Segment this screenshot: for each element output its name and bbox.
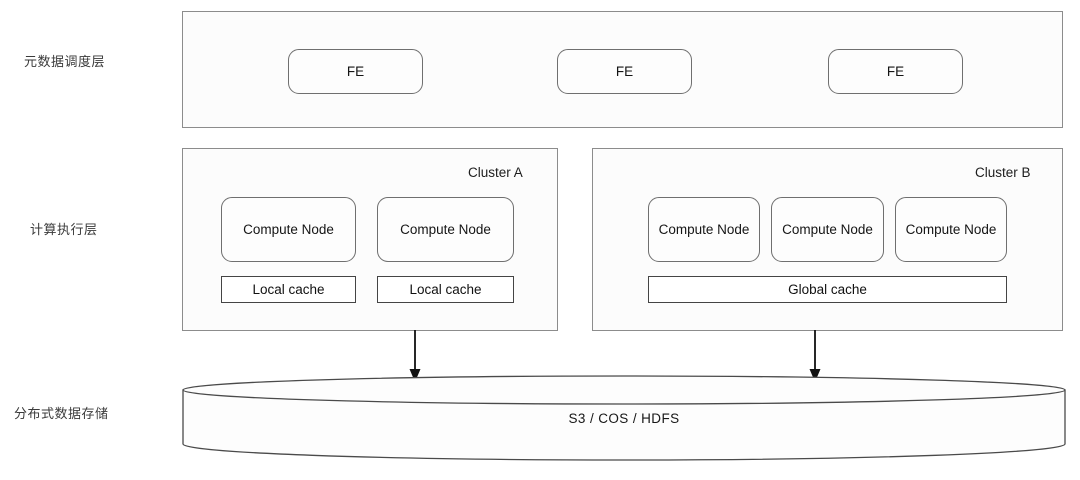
cluster-a-local-cache-2-label: Local cache [409,282,482,297]
cluster-a-local-cache-1-label: Local cache [252,282,325,297]
fe-node-2[interactable]: FE [557,49,692,94]
cluster-a-compute-node-2-label: Compute Node [400,222,491,237]
fe-node-3-label: FE [886,64,905,79]
layer-label-metadata: 元数据调度层 [24,54,106,69]
cluster-b-global-cache-label: Global cache [788,282,867,297]
cluster-b-compute-node-1-label: Compute Node [658,222,750,237]
storage-cylinder-label: S3 / COS / HDFS [568,411,680,426]
fe-node-2-label: FE [615,64,634,79]
cluster-a-compute-node-1[interactable]: Compute Node [221,197,356,262]
cluster-b-global-cache[interactable]: Global cache [648,276,1007,303]
cluster-a-compute-node-1-label: Compute Node [243,222,334,237]
cluster-b-compute-node-1[interactable]: Compute Node [648,197,760,262]
fe-node-1-label: FE [346,64,365,79]
cluster-a-compute-node-2[interactable]: Compute Node [377,197,514,262]
storage-cylinder [182,375,1066,461]
fe-node-3[interactable]: FE [828,49,963,94]
cluster-b-compute-node-2-label: Compute Node [782,222,873,237]
layer-label-storage: 分布式数据存储 [14,406,109,421]
layer-label-compute: 计算执行层 [30,222,98,237]
cluster-a-local-cache-1[interactable]: Local cache [221,276,356,303]
cluster-a-local-cache-2[interactable]: Local cache [377,276,514,303]
cluster-b-title: Cluster B [975,165,1031,180]
cluster-b-compute-node-2[interactable]: Compute Node [771,197,884,262]
connector-cluster-a-to-storage [409,330,421,382]
cluster-a-title: Cluster A [468,165,523,180]
cluster-b-compute-node-3[interactable]: Compute Node [895,197,1007,262]
connector-cluster-b-to-storage [809,330,821,382]
fe-node-1[interactable]: FE [288,49,423,94]
cluster-b-compute-node-3-label: Compute Node [905,222,997,237]
